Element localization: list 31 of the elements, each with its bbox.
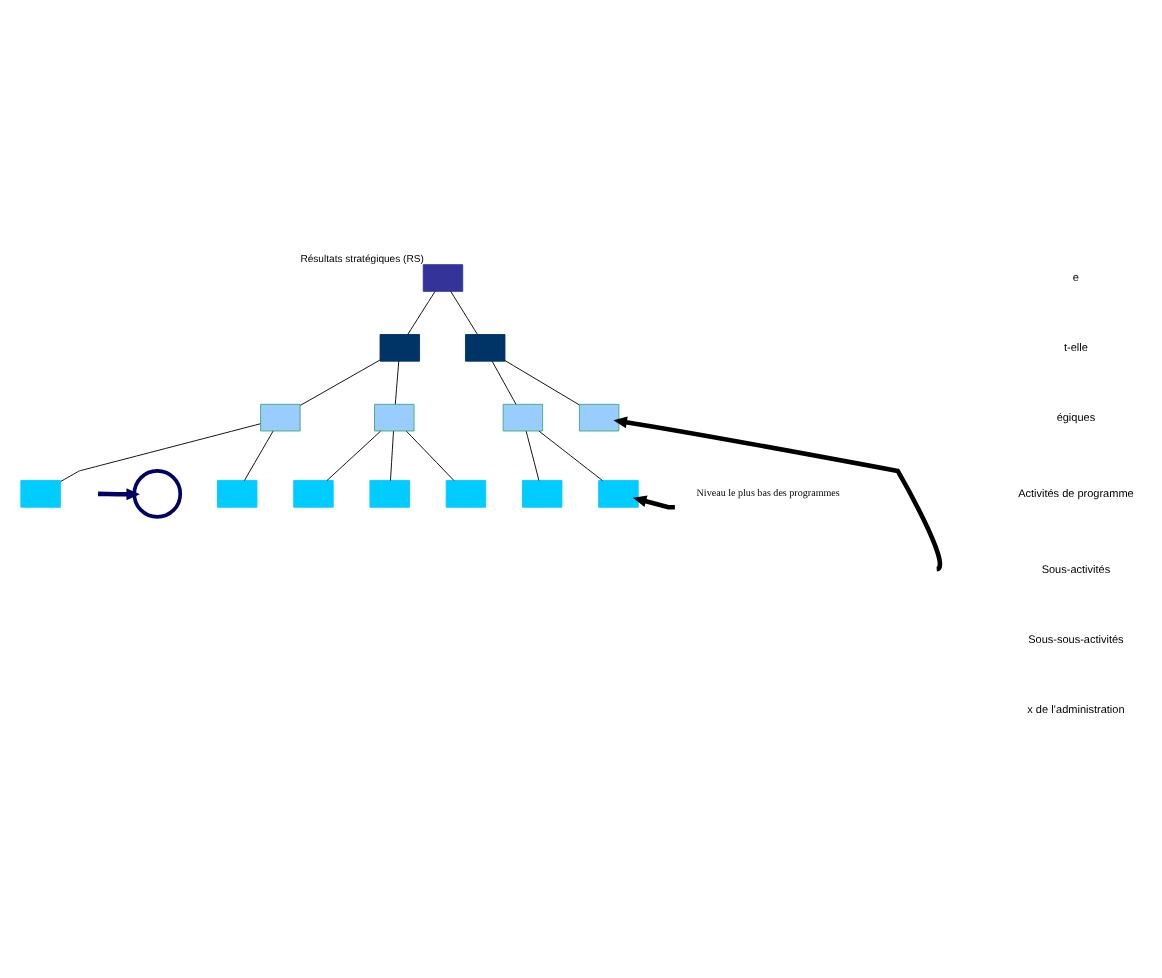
connector bbox=[299, 358, 381, 405]
arrow bbox=[632, 494, 675, 509]
node-box bbox=[293, 479, 334, 507]
node-box bbox=[445, 479, 487, 507]
connector bbox=[243, 429, 274, 480]
node-circle bbox=[132, 468, 183, 518]
connector bbox=[394, 359, 400, 404]
node-box bbox=[379, 333, 420, 361]
node-box bbox=[465, 333, 506, 361]
connector bbox=[525, 429, 540, 480]
connector bbox=[326, 429, 382, 480]
node-box bbox=[369, 479, 410, 507]
connector bbox=[407, 289, 436, 334]
connector bbox=[406, 429, 455, 480]
arrow bbox=[98, 487, 140, 500]
node-box bbox=[374, 402, 415, 431]
arrow bbox=[613, 415, 942, 570]
node-box bbox=[578, 402, 620, 431]
node-box bbox=[217, 479, 258, 507]
connector bbox=[504, 359, 580, 405]
connector bbox=[538, 429, 603, 480]
node-box bbox=[260, 402, 301, 431]
connector bbox=[390, 429, 394, 480]
connector bbox=[450, 289, 478, 334]
node-box bbox=[20, 479, 61, 507]
connector bbox=[60, 422, 261, 481]
node-box bbox=[502, 402, 544, 431]
connector bbox=[491, 359, 517, 404]
node-box bbox=[422, 263, 464, 291]
node-box bbox=[598, 479, 639, 507]
node-box bbox=[522, 479, 563, 507]
